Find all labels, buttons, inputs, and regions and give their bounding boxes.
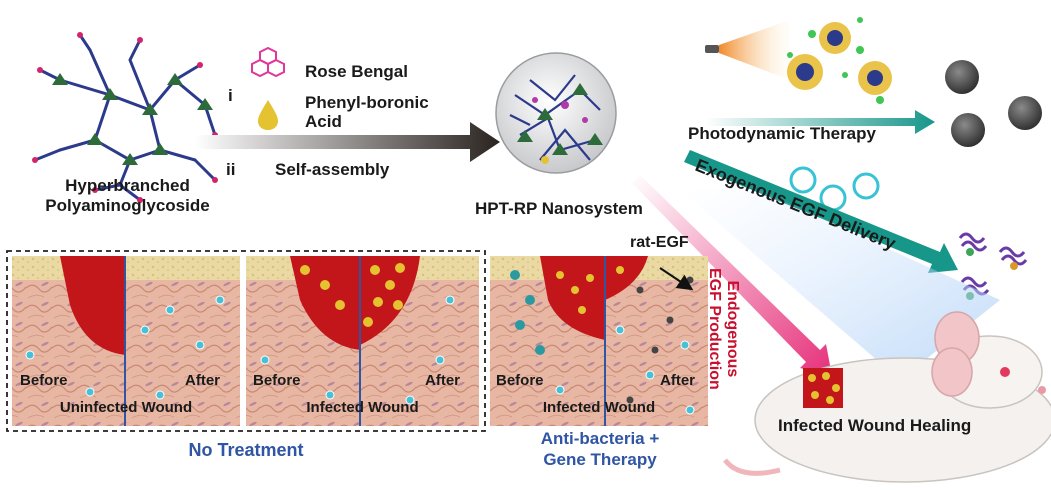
polymer-network-illustration: [33, 33, 217, 202]
endogenous-label-line1: Endogenous: [724, 280, 741, 378]
wound-panel-uninfected: [12, 256, 240, 426]
panel2-after-label: After: [425, 372, 461, 389]
pba-label-line1: Phenyl-boronic: [305, 93, 429, 112]
polymer-label-line1: Hyperbranched: [65, 176, 190, 195]
mouse-illustration: [723, 311, 1051, 483]
step-i-label: i: [228, 86, 233, 105]
therapy-label-line2: Gene Therapy: [543, 450, 657, 469]
rose-bengal-icon: [251, 46, 285, 78]
no-treatment-label: No Treatment: [188, 440, 304, 460]
pba-label: Phenyl-boronic Acid: [305, 93, 429, 131]
nanosystem-label: HPT-RP Nanosystem: [475, 199, 643, 218]
therapy-label-line1: Anti-bacteria +: [540, 429, 660, 448]
endogenous-arrow: [632, 175, 832, 376]
nanosystem-sphere: [495, 52, 617, 174]
polymer-endcaps: [32, 32, 218, 203]
light-source-icon: [705, 20, 790, 80]
synthesis-arrow: [195, 122, 500, 162]
pdt-arrow: [705, 110, 935, 134]
egf-delivery-arrow: [684, 150, 958, 273]
polymer-nodes: [52, 73, 213, 165]
panel1-before-label: Before: [20, 372, 68, 389]
panel1-caption: Uninfected Wound: [59, 399, 193, 416]
treatment-beam: [680, 190, 1000, 380]
panel1-after-label: After: [185, 372, 221, 389]
nanoparticle-clusters-illustration: [787, 17, 892, 104]
step-ii-label: ii: [226, 160, 236, 179]
dead-bacteria-icons: [945, 60, 1042, 147]
panel2-before-label: Before: [253, 372, 301, 389]
therapy-label: Anti-bacteria + Gene Therapy: [500, 428, 700, 470]
panel3-before-label: Before: [496, 372, 544, 389]
polymer-label-line2: Polyaminoglycoside: [45, 196, 210, 215]
wound-panel-treated: [490, 256, 708, 426]
healing-label: Infected Wound Healing: [778, 416, 972, 435]
wound-panel-infected: [246, 256, 479, 426]
no-treatment-dashed-box: [6, 250, 486, 432]
rose-bengal-label: Rose Bengal: [305, 62, 408, 81]
rat-egf-label: rat-EGF: [630, 234, 689, 251]
panel3-caption: Infected Wound: [542, 399, 656, 416]
endogenous-label: Endogenous EGF Production: [705, 268, 741, 390]
phenyl-boronic-acid-icon: [258, 100, 278, 130]
polymer-label: Hyperbranched Polyaminoglycoside: [20, 176, 235, 216]
panel2-caption: Infected Wound: [306, 399, 419, 416]
self-assembly-label: Self-assembly: [275, 160, 390, 179]
endogenous-label-line2: EGF Production: [706, 268, 723, 390]
pba-label-line2: Acid: [305, 112, 342, 131]
panel3-after-label: After: [660, 372, 696, 389]
pdt-label: Photodynamic Therapy: [688, 124, 876, 143]
